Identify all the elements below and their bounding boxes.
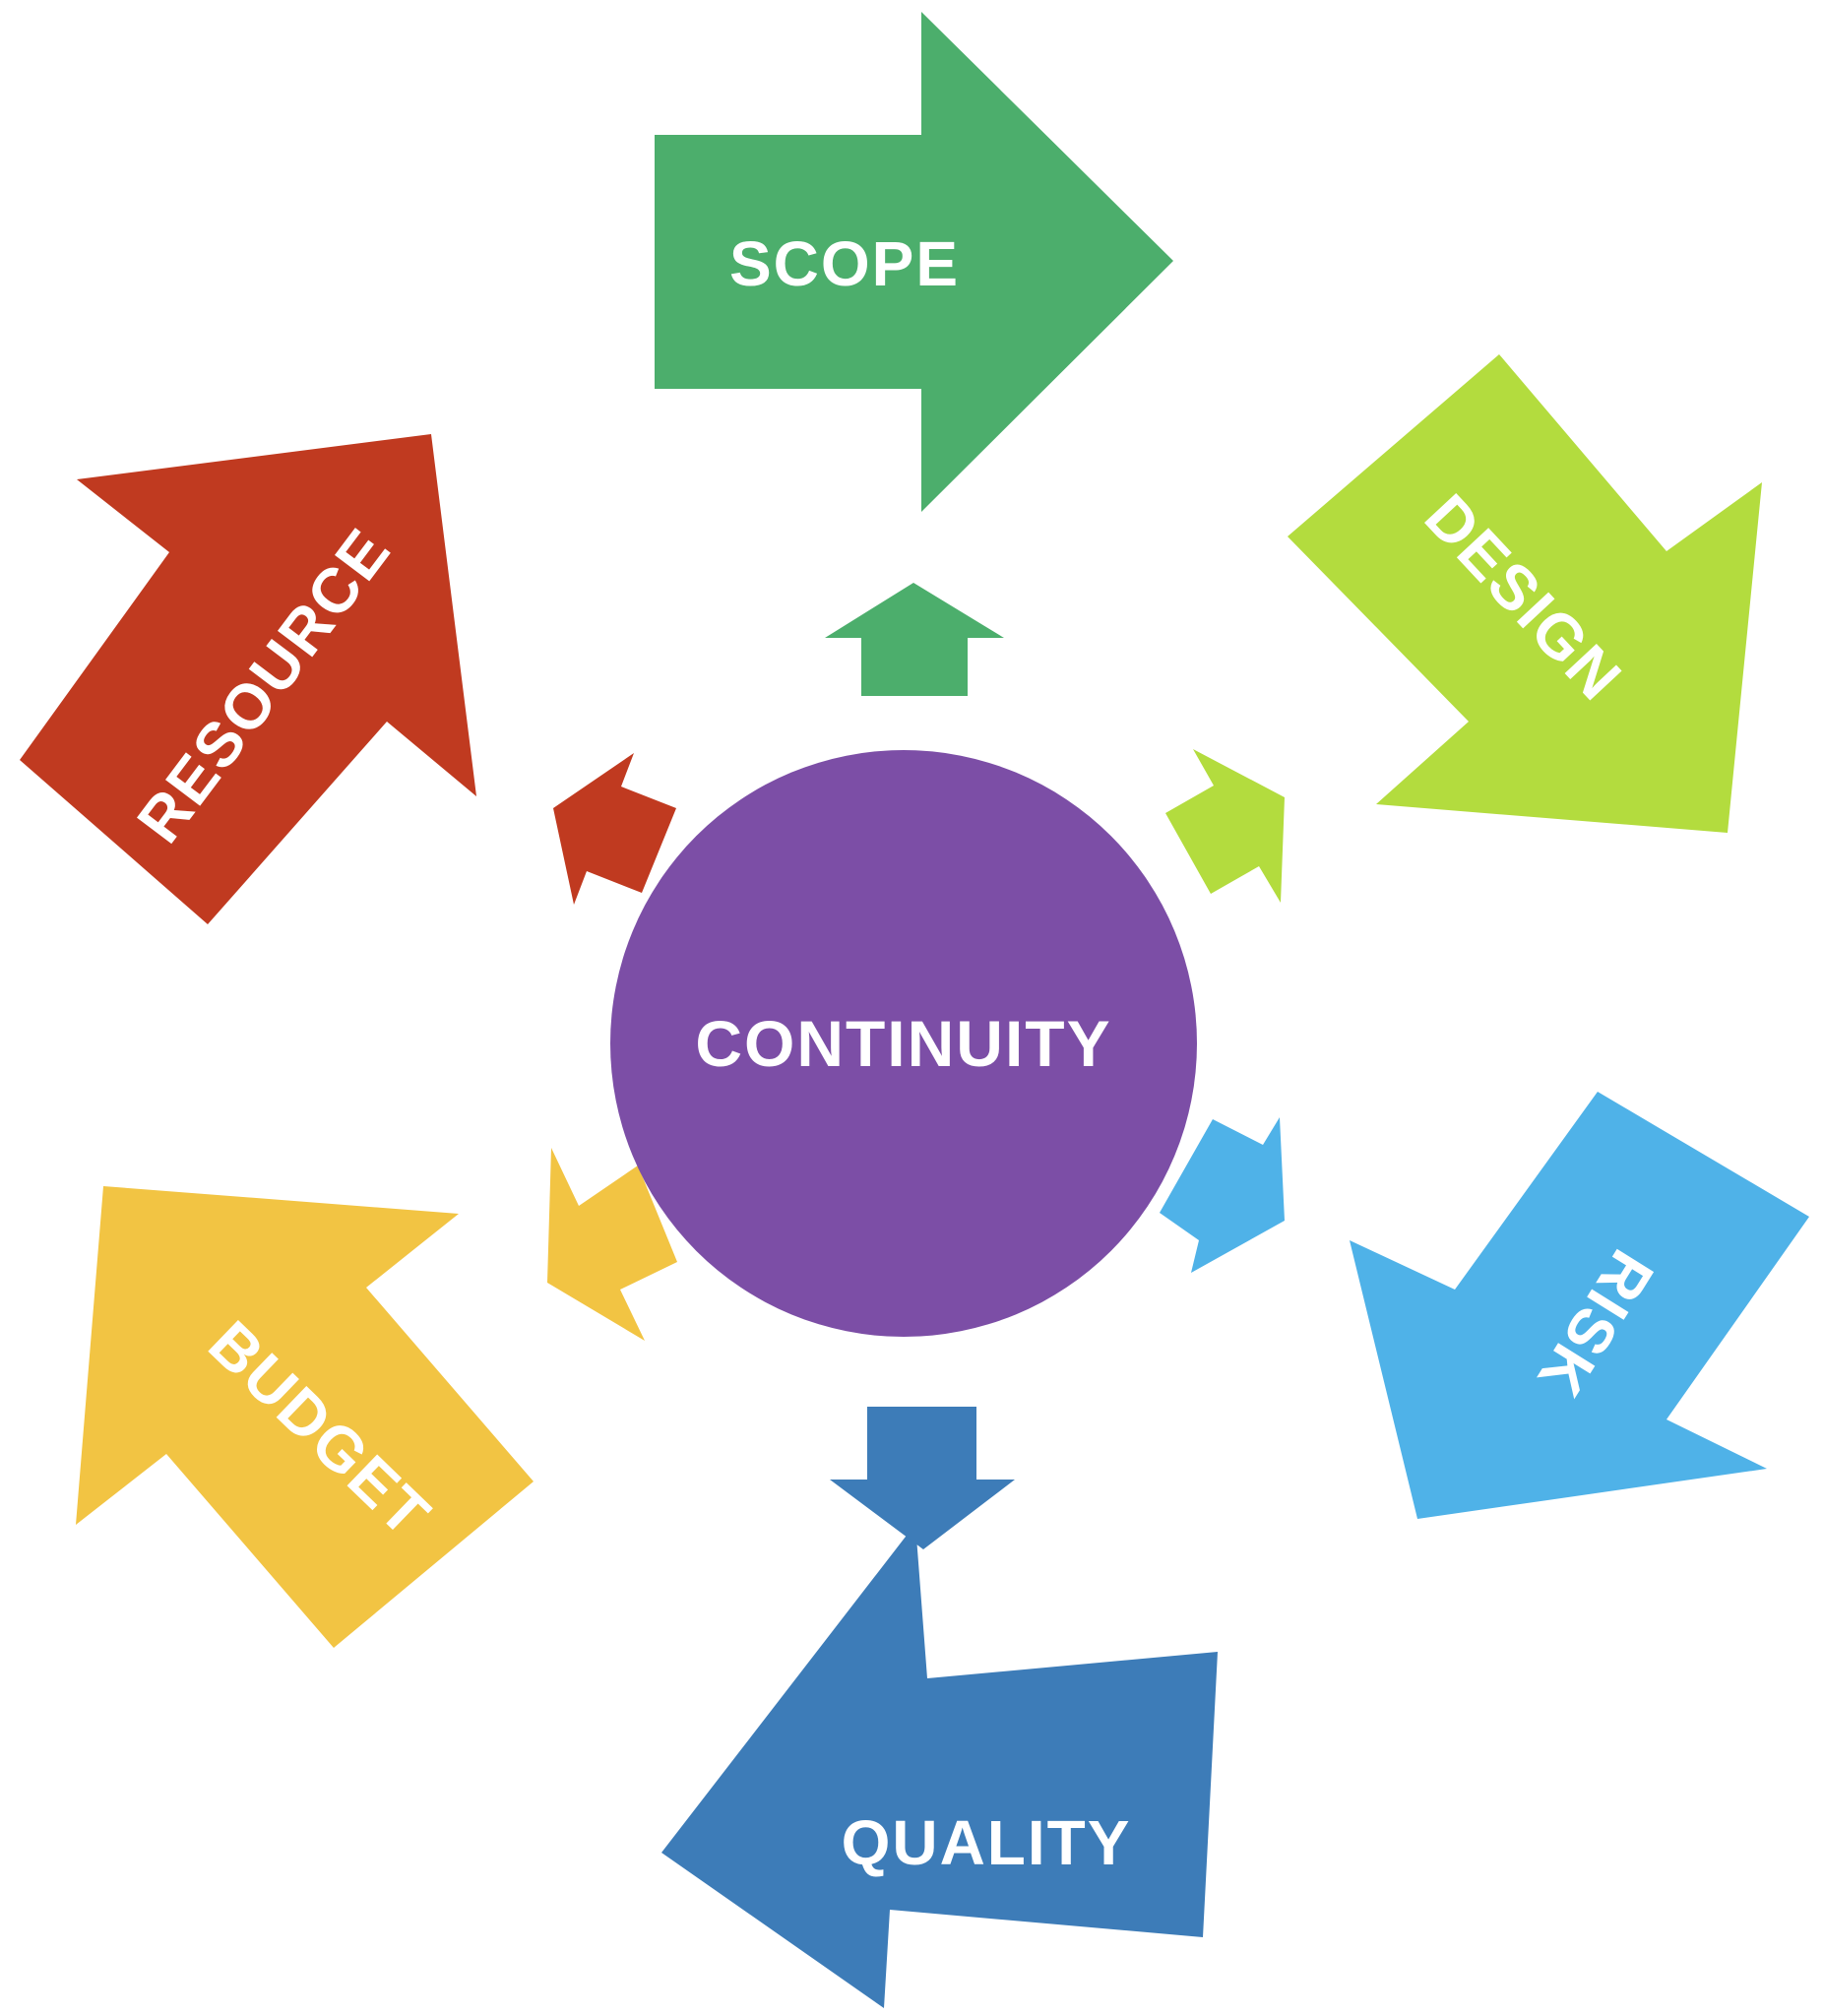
resource-arrow-shape [20,434,476,924]
budget-arrow-shape [76,1186,534,1648]
continuity-label: CONTINUITY [695,1007,1111,1080]
arrow-resource: RESOURCE [20,434,476,924]
quality-arrow-shape [661,1524,1218,2008]
continuity-hub: CONTINUITY [610,750,1197,1337]
scope-arrow-label: SCOPE [729,228,960,299]
continuity-circle [610,750,1197,1337]
arrow-risk: RISK [1350,1092,1809,1519]
small-arrow-toward-scope-icon [825,583,1004,696]
arrow-scope: SCOPE [655,12,1173,512]
design-arrow-shape [1288,354,1762,833]
small-arrow-toward-design-icon [1165,749,1285,903]
scope-arrow-shape [655,12,1173,512]
small-arrow-toward-quality-icon [830,1407,1015,1549]
arrow-quality: QUALITY [661,1524,1218,2008]
arrow-budget: BUDGET [76,1186,534,1648]
quality-arrow-label: QUALITY [842,1807,1132,1878]
arrow-design: DESIGN [1288,354,1762,833]
small-arrow-toward-budget-icon [547,1148,677,1341]
risk-arrow-shape [1350,1092,1809,1519]
small-arrow-toward-resource-icon [553,753,676,905]
small-arrow-toward-risk-icon [1160,1117,1285,1273]
